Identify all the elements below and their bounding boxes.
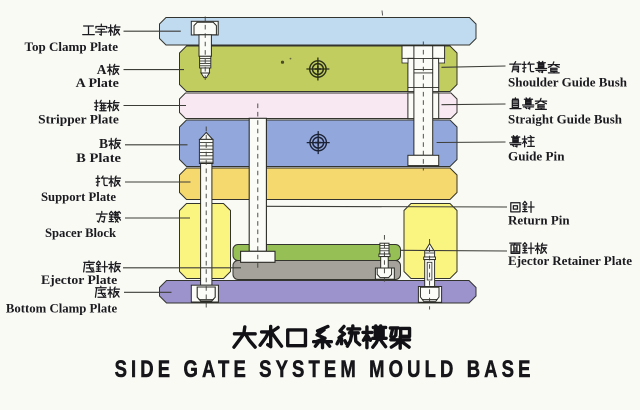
svg-text:Guide Pin: Guide Pin [508, 148, 565, 163]
svg-text:Ejector Plate: Ejector Plate [41, 272, 117, 287]
svg-text:Shoulder Guide Bush: Shoulder Guide Bush [508, 75, 628, 90]
svg-text:Support Plate: Support Plate [41, 189, 116, 204]
svg-text:B: B [99, 136, 108, 151]
svg-text:Stripper Plate: Stripper Plate [38, 112, 119, 127]
svg-text:Bottom Clamp Plate: Bottom Clamp Plate [6, 300, 118, 315]
svg-text:Return Pin: Return Pin [508, 212, 570, 227]
svg-text:Spacer Block: Spacer Block [45, 225, 117, 240]
svg-text:Straight Guide Bush: Straight Guide Bush [508, 112, 623, 127]
svg-text:Top Clamp Plate: Top Clamp Plate [25, 39, 119, 54]
svg-text:B Plate: B Plate [76, 150, 121, 165]
svg-text:A: A [97, 62, 107, 77]
svg-text:Ejector Retainer Plate: Ejector Retainer Plate [508, 253, 632, 268]
svg-text:A Plate: A Plate [76, 75, 119, 90]
